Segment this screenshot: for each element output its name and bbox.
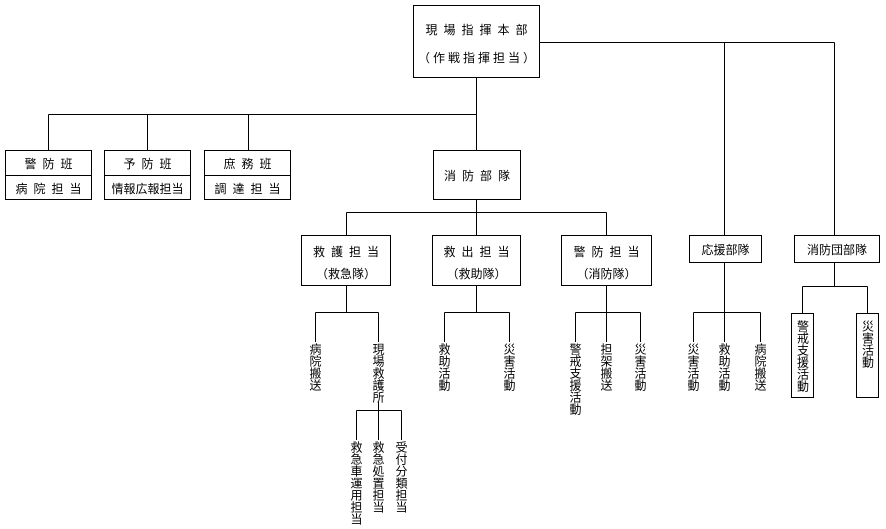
- unit-sub: （消防隊）: [576, 266, 637, 281]
- team-sub: 調達担当: [214, 181, 287, 196]
- support-unit-label: 応援部隊: [701, 242, 750, 257]
- volunteer-task-box: 警戒支援活動: [791, 313, 814, 398]
- task-label: 救助活動: [717, 343, 731, 391]
- task-label: 救急処置担当: [371, 441, 385, 513]
- unit-sub: （救助隊）: [446, 266, 507, 281]
- volunteer-task-box: 災害活動: [856, 313, 879, 398]
- hq-title: 現場指揮本部: [425, 22, 534, 37]
- support-unit-box: 応援部隊: [689, 235, 762, 263]
- task-label: 病院搬送: [308, 343, 322, 391]
- unit-sub: （救急隊）: [315, 266, 376, 281]
- unit-kyugo: 救護担当 （救急隊）: [301, 235, 391, 286]
- task-label: 災害活動: [502, 343, 516, 391]
- task-label: 災害活動: [633, 343, 647, 391]
- unit-title: 救護担当: [312, 244, 385, 259]
- unit-title: 警防担当: [573, 244, 646, 259]
- volunteer-unit-box: 消防団部隊: [794, 235, 880, 263]
- task-label: 救助活動: [437, 343, 451, 391]
- task-label: 病院搬送: [753, 343, 767, 391]
- fire-unit-box: 消防部隊: [433, 150, 521, 200]
- unit-title: 救出担当: [443, 244, 516, 259]
- team-sub: 病院担当: [15, 181, 88, 196]
- unit-keibo: 警防担当 （消防隊）: [561, 235, 652, 286]
- fire-unit-label: 消防部隊: [443, 168, 516, 183]
- team-yobo: 予防班 情報広報担当: [104, 150, 191, 200]
- team-title: 警防班: [6, 151, 91, 176]
- team-title: 予防班: [105, 151, 190, 176]
- task-label: 受付分類担当: [394, 441, 408, 513]
- hq-subtitle: （作戦指揮担当）: [417, 50, 538, 65]
- volunteer-unit-label: 消防団部隊: [806, 242, 867, 257]
- team-shomu: 庶務班 調達担当: [204, 150, 291, 200]
- team-keibo: 警防班 病院担当: [5, 150, 92, 200]
- task-label: 警戒支援活動: [795, 320, 810, 392]
- hq-box: 現場指揮本部 （作戦指揮担当）: [413, 5, 540, 78]
- task-label: 救急車運用担当: [349, 441, 363, 525]
- task-label: 警戒支援活動: [568, 343, 582, 415]
- unit-kyushutsu: 救出担当 （救助隊）: [432, 235, 521, 286]
- task-label: 現場救護所: [371, 343, 385, 403]
- team-sub: 情報広報担当: [111, 181, 184, 196]
- task-label: 担架搬送: [599, 343, 613, 391]
- task-label: 災害活動: [686, 343, 700, 391]
- task-label: 災害活動: [860, 320, 875, 368]
- team-title: 庶務班: [205, 151, 290, 176]
